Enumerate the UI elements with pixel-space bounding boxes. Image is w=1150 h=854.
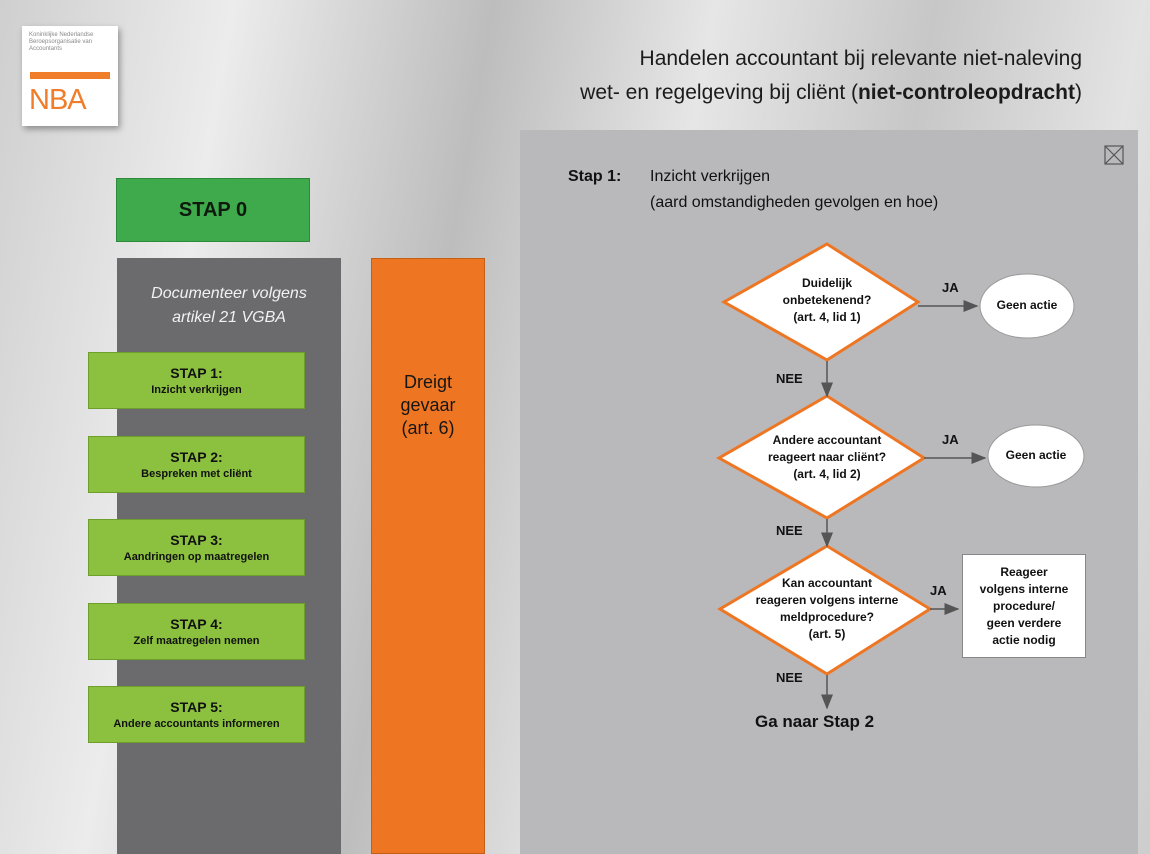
- danger-text: Dreigt gevaar (art. 6): [372, 371, 484, 440]
- danger-line3: (art. 6): [401, 418, 455, 438]
- decision-line: Kan accountant: [781, 576, 872, 590]
- yes-label: JA: [942, 280, 959, 295]
- logo-orange-bar: [30, 72, 110, 79]
- title-prefix: wet- en regelgeving bij cliënt (: [580, 81, 858, 104]
- step-title: STAP 1:: [170, 364, 223, 381]
- title-bold: niet-controleopdracht: [857, 81, 1075, 104]
- decision-3-text: Kan accountant reageren volgens interne …: [742, 575, 912, 643]
- panel-step-title: Inzicht verkrijgen (aard omstandigheden g…: [650, 164, 938, 216]
- step-subtitle: Zelf maatregelen nemen: [133, 634, 260, 647]
- outcome-3-box: Reageer volgens interne procedure/ geen …: [962, 554, 1086, 658]
- step-title: STAP 5:: [170, 698, 223, 715]
- step1-detail-panel: Stap 1: Inzicht verkrijgen (aard omstandig…: [520, 130, 1138, 854]
- close-icon[interactable]: [1104, 145, 1124, 165]
- outcome-line: geen verdere: [986, 615, 1062, 630]
- decision-1-text: Duidelijk onbetekenend? (art. 4, lid 1): [757, 275, 897, 326]
- decision-line: Andere accountant: [772, 433, 882, 447]
- flowchart: [715, 242, 1085, 710]
- decision-line: onbetekenend?: [782, 293, 872, 307]
- outcome-1-text: Geen actie: [996, 298, 1058, 312]
- page-title-line2: wet- en regelgeving bij cliënt (niet-con…: [442, 76, 1082, 110]
- yes-label: JA: [942, 432, 959, 447]
- nba-logo: Koninklijke Nederlandse Beroepsorganisat…: [22, 26, 118, 126]
- no-label: NEE: [776, 523, 803, 538]
- outcome-ellipse: [979, 273, 1075, 339]
- stap-4-button[interactable]: STAP 4: Zelf maatregelen nemen: [88, 603, 305, 660]
- outcome-2-text: Geen actie: [1005, 448, 1067, 462]
- yes-label: JA: [930, 583, 947, 598]
- outcome-ellipse: [987, 424, 1085, 488]
- decision-line: reageert naar cliënt?: [767, 450, 887, 464]
- stap-3-button[interactable]: STAP 3: Aandringen op maatregelen: [88, 519, 305, 576]
- outcome-line: procedure/: [992, 598, 1055, 613]
- decision-diamond: [715, 394, 927, 520]
- page-title-line1: Handelen accountant bij relevante niet-n…: [639, 47, 1082, 70]
- step-subtitle: Andere accountants informeren: [113, 717, 280, 730]
- goto-step2-link[interactable]: Ga naar Stap 2: [755, 712, 875, 731]
- decision-line: Duidelijk: [801, 276, 852, 290]
- step-title: STAP 4:: [170, 615, 223, 632]
- step-subtitle: Inzicht verkrijgen: [151, 383, 242, 396]
- decision-line: (art. 5): [808, 627, 846, 641]
- no-label: NEE: [776, 670, 803, 685]
- danger-line2: gevaar: [400, 395, 456, 415]
- logo-organisation-text: Koninklijke Nederlandse Beroepsorganisat…: [29, 32, 94, 52]
- panel-title-line1: Inzicht verkrijgen: [650, 168, 771, 185]
- panel-title-line2: (aard omstandigheden gevolgen en hoe): [650, 194, 939, 211]
- decision-line: (art. 4, lid 1): [793, 310, 861, 324]
- decision-line: meldprocedure?: [779, 610, 875, 624]
- decision-diamond: [720, 242, 921, 362]
- stap-5-button[interactable]: STAP 5: Andere accountants informeren: [88, 686, 305, 743]
- documentation-title: Documenteer volgens artikel 21 VGBA: [117, 282, 341, 330]
- step-title: STAP 2:: [170, 448, 223, 465]
- step-subtitle: Bespreken met cliënt: [141, 467, 252, 480]
- stap-0-button[interactable]: STAP 0: [116, 178, 310, 242]
- decision-line: (art. 4, lid 2): [793, 467, 861, 481]
- no-label: NEE: [776, 371, 803, 386]
- danger-column-button[interactable]: Dreigt gevaar (art. 6): [371, 258, 485, 854]
- panel-step-label: Stap 1:: [568, 168, 622, 185]
- stap-2-button[interactable]: STAP 2: Bespreken met cliënt: [88, 436, 305, 493]
- outcome-line: Reageer: [1000, 564, 1048, 579]
- decision-diamond: [717, 544, 933, 676]
- step-subtitle: Aandringen op maatregelen: [123, 550, 270, 563]
- documentation-title-line2: artikel 21 VGBA: [172, 309, 286, 326]
- outcome-line: actie nodig: [992, 632, 1056, 647]
- danger-line1: Dreigt: [403, 372, 452, 392]
- stap-1-button[interactable]: STAP 1: Inzicht verkrijgen: [88, 352, 305, 409]
- title-suffix: ): [1075, 81, 1082, 104]
- decision-line: reageren volgens interne: [755, 593, 899, 607]
- documentation-title-line1: Documenteer volgens: [151, 285, 307, 302]
- step-title: STAP 3:: [170, 531, 223, 548]
- outcome-line: volgens interne: [979, 581, 1069, 596]
- logo-brand: NBA: [29, 84, 87, 116]
- decision-2-text: Andere accountant reageert naar cliënt? …: [747, 432, 907, 483]
- page-title: Handelen accountant bij relevante niet-n…: [442, 42, 1082, 110]
- panel-heading: Stap 1: Inzicht verkrijgen (aard omstandig…: [568, 164, 938, 216]
